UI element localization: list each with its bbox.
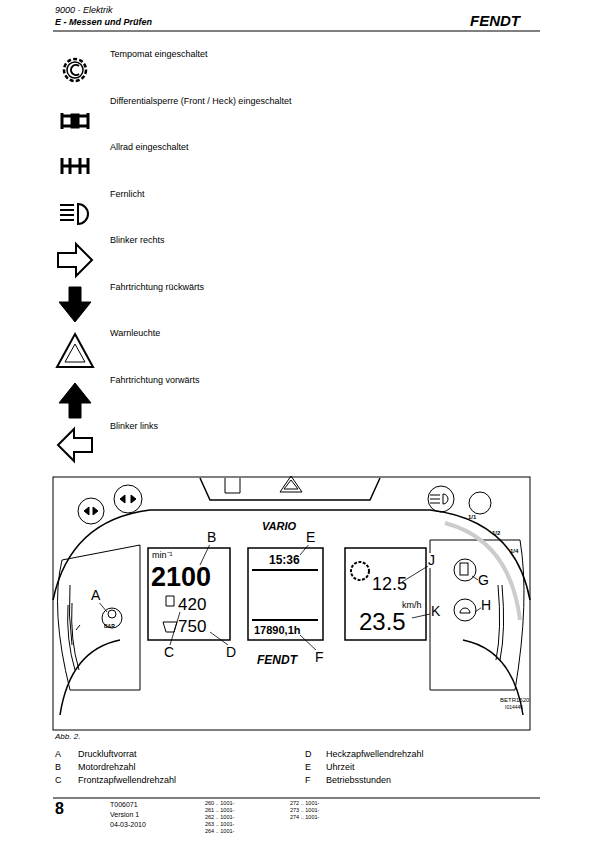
callout-letter: C: [164, 645, 174, 660]
display-unit: min⁻¹: [152, 551, 173, 561]
serial-range: 273 .. 1001-: [290, 807, 319, 813]
serial-range: 263 .. 1001-: [205, 821, 234, 827]
display-value: 2100: [151, 563, 211, 593]
legend-key: B: [55, 763, 61, 773]
legend-text: Betriebsstunden: [326, 776, 391, 786]
serial-range: 261 .. 1001-: [205, 807, 234, 813]
fuel-scale: 1/1: [468, 514, 476, 521]
doc-info: 04-03-2010: [110, 821, 146, 829]
display-logo: FENDT: [257, 654, 297, 667]
callout-letter: A: [91, 588, 100, 603]
legend-key: A: [55, 750, 61, 760]
display-value: 17890,1h: [254, 624, 300, 636]
legend-key: E: [305, 763, 311, 773]
icon-description: Blinker rechts: [110, 236, 165, 246]
serial-range: 272 .. 1001-: [290, 800, 319, 806]
legend-key: C: [55, 776, 62, 786]
serial-range: 260 .. 1001-: [205, 800, 234, 806]
image-code: I014446: [505, 705, 523, 711]
image-code: BETR1520: [500, 697, 529, 704]
callout-letter: G: [478, 573, 489, 588]
icon-description: Blinker links: [110, 422, 158, 432]
callout-letter: J: [428, 553, 435, 568]
serial-range: 262 .. 1001-: [205, 814, 234, 820]
display-logo: VARIO: [262, 520, 296, 532]
legend-key: F: [305, 776, 311, 786]
icon-text: BAR: [104, 624, 115, 630]
legend-text: Druckluftvorrat: [78, 750, 137, 760]
icon-description: Differentialsperre (Front / Heck) einges…: [110, 97, 291, 107]
figure-label: Abb. 2.: [55, 733, 80, 742]
display-value: 750: [178, 618, 206, 637]
display-value: 420: [178, 596, 206, 615]
callout-letter: B: [207, 530, 216, 545]
logo: FENDT: [470, 13, 520, 30]
display-value: 15:36: [269, 554, 300, 567]
legend-text: Heckzapfwellendrehzahl: [326, 750, 424, 760]
serial-range: 274 .. 1001-: [290, 814, 319, 820]
icon-description: Warnleuchte: [110, 329, 160, 339]
header-text: 9000 - Elektrik: [55, 6, 113, 16]
icon-description: Fernlicht: [110, 190, 145, 200]
doc-info: T006071: [110, 801, 138, 809]
legend-text: Frontzapfwellendrehzahl: [78, 776, 176, 786]
serial-range: 264 .. 1001-: [205, 828, 234, 834]
callout-letter: K: [431, 604, 440, 619]
icon-description: Allrad eingeschaltet: [110, 143, 189, 153]
display-value: 23.5: [359, 609, 406, 635]
fuel-scale: 1/2: [492, 530, 500, 537]
page-number: 8: [55, 800, 64, 818]
header-text: E - Messen und Prüfen: [55, 18, 152, 28]
callout-letter: F: [315, 650, 324, 665]
icon-description: Fahrtrichtung rückwärts: [110, 283, 204, 293]
callout-letter: D: [226, 645, 236, 660]
doc-info: Version 1: [110, 811, 139, 819]
legend-text: Uhrzeit: [326, 763, 355, 773]
icon-description: Tempomat eingeschaltet: [110, 50, 208, 60]
legend-text: Motordrehzahl: [78, 763, 136, 773]
callout-letter: H: [481, 598, 491, 613]
fuel-scale: 1/4: [510, 548, 518, 555]
display-value: 12.5: [372, 575, 407, 595]
legend-key: D: [305, 750, 312, 760]
callout-letter: E: [306, 530, 315, 545]
icon-description: Fahrtrichtung vorwärts: [110, 376, 200, 386]
